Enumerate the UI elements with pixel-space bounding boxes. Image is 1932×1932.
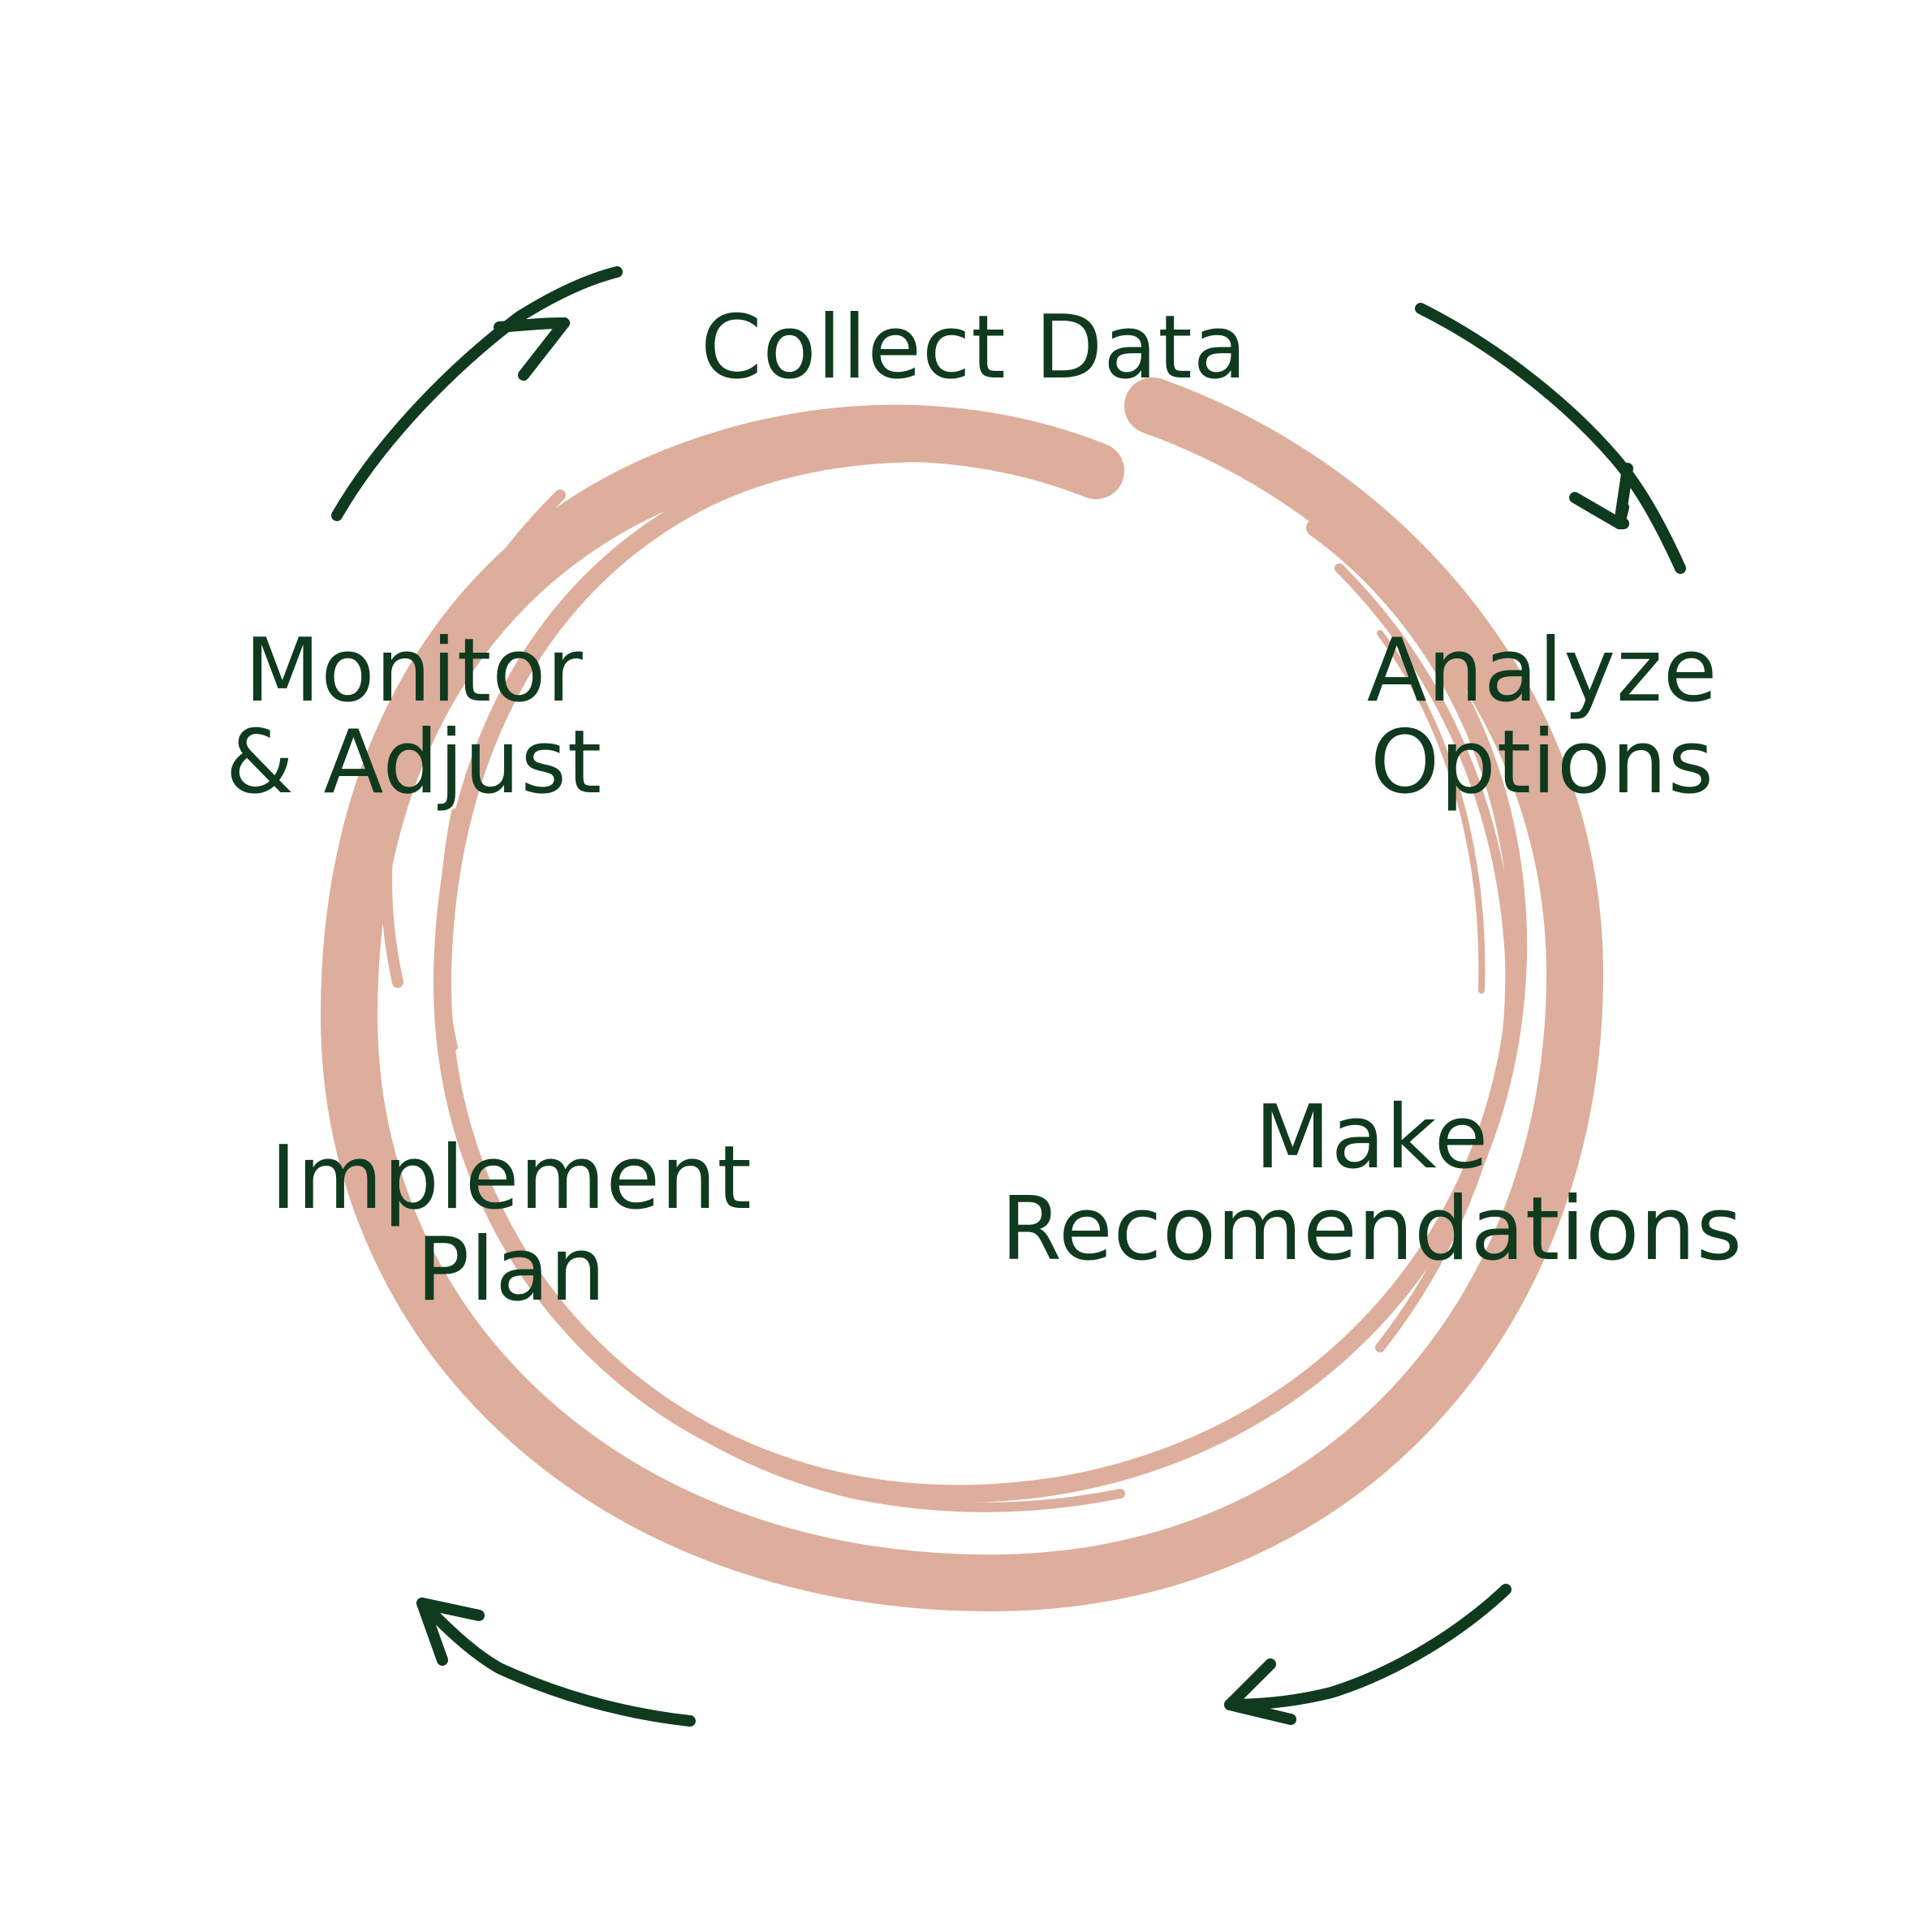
ring-stroke-detail-1	[381, 489, 566, 988]
step-analyze-options-line2: Options	[1370, 712, 1714, 814]
step-make-recommendations: Make Recomendations	[958, 1092, 1786, 1276]
step-make-recommendations-line2: Recomendations	[1000, 1179, 1744, 1281]
step-implement-plan-line1: Implement	[270, 1128, 753, 1229]
ring-stroke-main	[320, 377, 1604, 1612]
step-analyze-options: Analyze Options	[1331, 625, 1753, 809]
curved-arrow-bottom-left-icon	[416, 1598, 696, 1727]
ring-stroke-detail-3	[523, 1261, 1125, 1512]
step-monitor-adjust-line2: & Adjust	[225, 712, 603, 814]
step-make-recommendations-line1: Make	[1254, 1087, 1490, 1188]
curved-arrow-top-left-icon	[331, 266, 623, 521]
curved-arrow-top-right-icon	[1415, 303, 1686, 574]
step-monitor-adjust-line1: Monitor	[244, 620, 584, 722]
ring-stroke-detail-5	[439, 809, 458, 1050]
step-collect-data-label: Collect Data	[701, 297, 1248, 399]
step-implement-plan: Implement Plan	[219, 1132, 804, 1317]
step-monitor-adjust: Monitor & Adjust	[162, 625, 666, 809]
ring-stroke-detail-2	[1335, 563, 1516, 1352]
step-collect-data: Collect Data	[666, 297, 1283, 399]
ring-stroke-detail-4	[1377, 630, 1486, 994]
curved-arrow-bottom-right-icon	[1224, 1584, 1512, 1725]
step-implement-plan-line2: Plan	[416, 1219, 606, 1322]
step-analyze-options-line1: Analyze	[1366, 620, 1719, 722]
